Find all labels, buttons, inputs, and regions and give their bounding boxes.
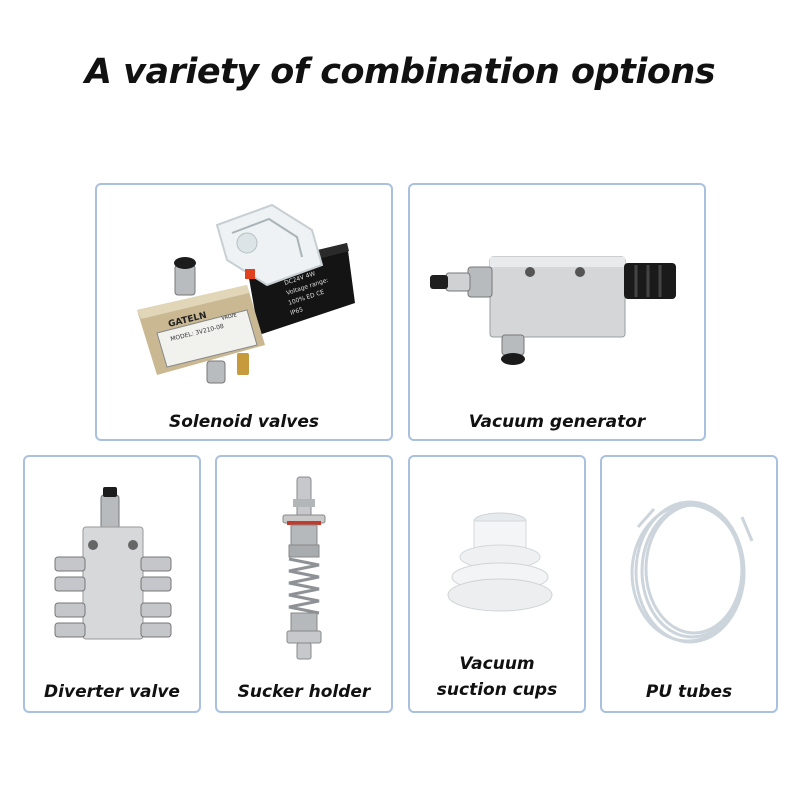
product-caption-line2: suction cups xyxy=(436,680,558,700)
product-caption: Diverter valve xyxy=(44,682,180,702)
product-card-vacuum-suction-cups[interactable]: Vacuum suction cups xyxy=(408,455,586,713)
product-caption-line1: Vacuum xyxy=(459,654,535,674)
diverter-valve-image xyxy=(54,487,172,640)
solenoid-coil-text-4: IP65 xyxy=(289,306,304,317)
solenoid-label-valve: VALVE xyxy=(221,312,237,322)
product-caption: Solenoid valves xyxy=(168,412,320,432)
product-caption: Sucker holder xyxy=(237,682,371,702)
vacuum-generator-image xyxy=(430,256,676,365)
page-headline: A variety of combination options xyxy=(84,52,716,92)
sucker-holder-image xyxy=(282,476,326,660)
pu-tube-image xyxy=(630,500,754,644)
product-card-solenoid-valves[interactable]: GATELN VALVE MODEL: 3V210-08 DC24V 4W Vo… xyxy=(95,183,393,441)
product-card-diverter-valve[interactable]: Diverter valve xyxy=(23,455,201,713)
product-card-sucker-holder[interactable]: Sucker holder xyxy=(215,455,393,713)
solenoid-valve-image: GATELN VALVE MODEL: 3V210-08 DC24V 4W Vo… xyxy=(137,203,355,384)
suction-cup-image xyxy=(447,512,553,612)
product-card-pu-tubes[interactable]: PU tubes xyxy=(600,455,778,713)
product-card-vacuum-generator[interactable]: Vacuum generator xyxy=(408,183,706,441)
product-caption: Vacuum generator xyxy=(468,412,646,432)
product-caption: PU tubes xyxy=(645,682,733,702)
